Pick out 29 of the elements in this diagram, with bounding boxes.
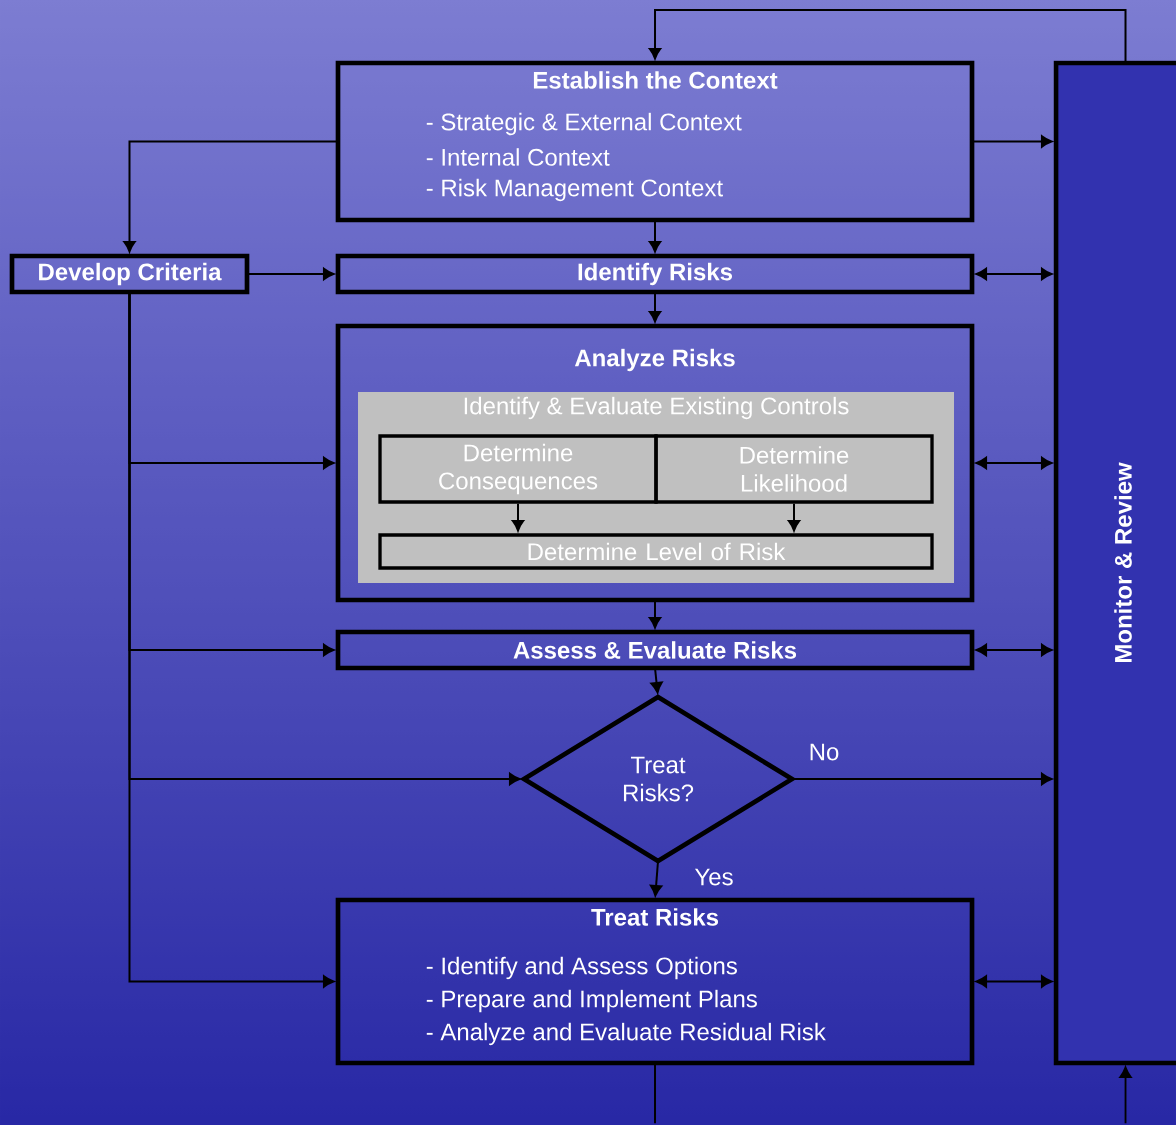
edge-label: Yes [694,868,733,886]
arrow [1119,1066,1132,1125]
arrow [650,668,663,694]
arrow [648,9,1127,63]
process-box: Establish the Context - Strategic & External Context - Internal Context - Risk Management Context [335,60,975,223]
process-box: Identify Risks [335,253,975,295]
arrow [975,643,1053,657]
arrow [787,502,801,532]
arrow [975,267,1053,281]
arrow [511,502,525,532]
arrow [247,267,335,281]
arrow [792,772,1053,786]
process-box: Determine Level of Risk [378,533,934,570]
process-box: Treat Risks - Identify and Assess Options - Prepare and Implement Plans - Analyze and Evaluate Residual Risk [335,897,975,1066]
arrow [649,861,663,897]
arrow [648,600,662,629]
process-box: Determine Likelihood [654,434,934,504]
process-box: Develop Criteria [9,253,250,295]
edge-label: No [810,743,839,761]
process-box: Assess & Evaluate Risks [335,629,975,671]
arrow [975,975,1053,988]
process-box: Monitor & Review [1053,60,1176,1066]
arrow [123,140,338,253]
arrow [975,456,1053,470]
arrow [648,292,662,323]
arrow [648,220,662,253]
process-box: Determine Consequences [378,434,658,504]
arrow [128,292,335,988]
arrow [972,135,1053,148]
